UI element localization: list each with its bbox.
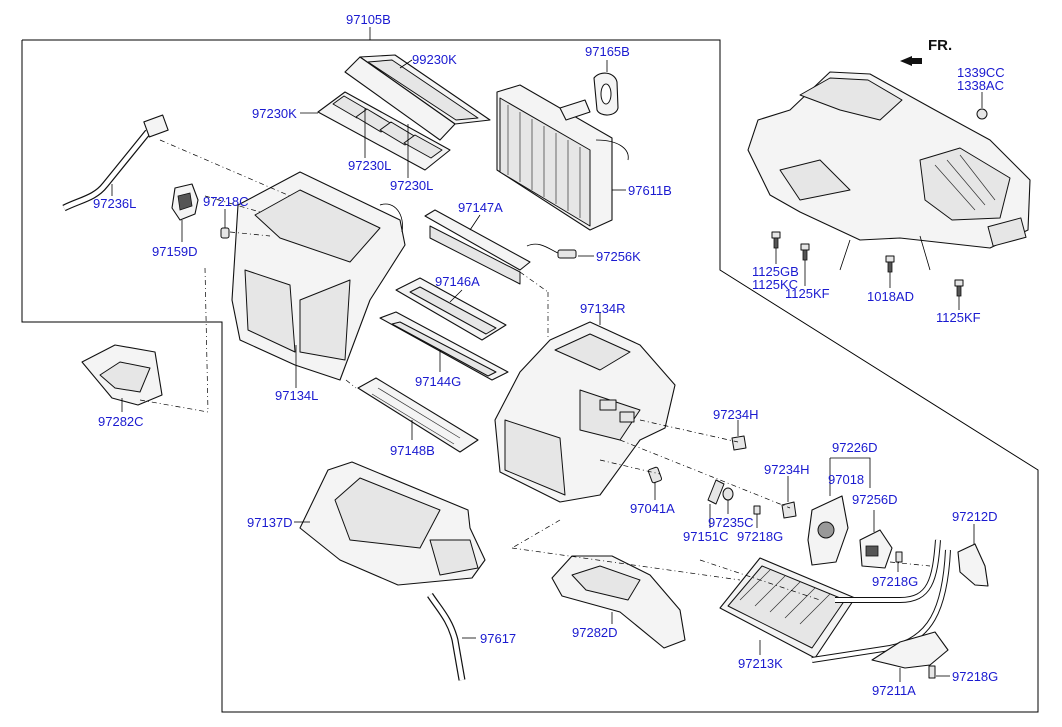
label-97165B: 97165B [585,44,630,59]
drain-hose-part [62,114,169,212]
label-97148B: 97148B [390,443,435,458]
label-97147A: 97147A [458,200,503,215]
label-97236L: 97236L [93,196,136,211]
label-97159D: 97159D [152,244,198,259]
label-97018: 97018 [828,472,864,487]
drain-hose-part [427,593,466,681]
label-97235C: 97235C [708,515,754,530]
screw-part [895,551,903,563]
right-case-part [494,321,676,503]
assembly-frame [21,39,1039,713]
gear-actuator-part [807,495,849,566]
pipe-bracket-part [871,631,949,669]
left-case-part [231,171,406,381]
front-direction-arrow-icon [900,56,922,66]
temp-door-part [379,311,509,381]
label-97134L: 97134L [275,388,318,403]
label-1125KC: 1125KC [752,277,798,292]
label-97144G: 97144G [415,374,461,389]
mode-door-part [395,277,507,341]
label-1339CC: 1339CC [957,65,1005,80]
label-97218G-b: 97218G [872,574,918,589]
lower-case-part [299,461,486,586]
link-part [707,479,725,505]
actuator-motor-part [859,529,893,569]
label-97234H-b: 97234H [764,462,810,477]
lever-part [722,487,734,501]
label-97211A: 97211A [872,683,916,698]
air-door-part [357,377,479,453]
evaporator-part [496,84,629,231]
label-97611B: 97611B [628,183,672,198]
duct-part [81,344,163,406]
screw-part [928,665,936,679]
bolt-part [885,255,895,273]
label-97230K: 97230K [252,106,297,121]
label-97151C: 97151C [683,529,729,544]
label-97282C: 97282C [98,414,144,429]
label-1018AD: 1018AD [867,289,914,304]
label-97134R: 97134R [580,301,626,316]
label-97146A: 97146A [435,274,480,289]
screw-part [220,227,230,239]
label-97256D: 97256D [852,492,898,507]
label-97213K: 97213K [738,656,783,671]
label-1125KF-a: 1125KF [785,286,830,301]
pipe-seal-part [593,72,619,116]
label-99230K: 99230K [412,52,457,67]
hvac-assembly-part [747,71,1031,271]
label-97282D: 97282D [572,625,618,640]
label-97230L-a: 97230L [348,158,391,173]
label-97212D: 97212D [952,509,998,524]
assembly-guide-lines [139,139,931,601]
label-97256K: 97256K [596,249,641,264]
lower-duct-part [551,555,686,649]
screw-part [753,505,761,515]
label-97041A: 97041A [630,501,675,516]
bolt-part [800,243,810,261]
clip-part [731,435,747,451]
label-97105B: 97105B [346,12,391,27]
label-97218G-c: 97218G [952,669,998,684]
label-1125GB: 1125GB [752,264,799,279]
bolt-part [954,279,964,297]
door-part [424,209,531,285]
bolt-part [771,231,781,249]
label-97218G-a: 97218G [737,529,783,544]
label-97218C: 97218C [203,194,249,209]
direction-label: FR. [928,37,952,54]
sensor-plug-part [647,466,663,484]
label-97137D: 97137D [247,515,293,530]
label-1338AC: 1338AC [957,78,1004,93]
nut-part [976,108,988,120]
label-97226D: 97226D [832,440,878,455]
clip-part [781,501,797,519]
sensor-part [526,243,577,259]
bracket-part [957,543,989,587]
label-97234H-a: 97234H [713,407,759,422]
label-1125KF-b: 1125KF [936,310,981,325]
air-filter-frame-part [344,54,491,141]
actuator-part [171,183,199,221]
label-97230L-b: 97230L [390,178,433,193]
label-97617: 97617 [480,631,516,646]
